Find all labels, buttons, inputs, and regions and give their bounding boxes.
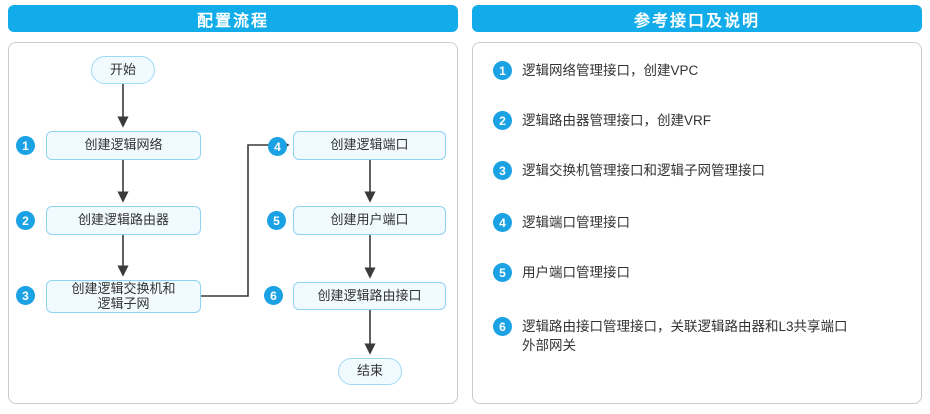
step-badge-1: 1	[16, 136, 35, 155]
reference-text-4: 逻辑端口管理接口	[522, 215, 630, 230]
reference-item: 6 逻辑路由接口管理接口，关联逻辑路由器和L3共享端口 外部网关	[493, 317, 907, 355]
reference-item: 2 逻辑路由器管理接口，创建VRF	[493, 111, 907, 130]
flow-node-create-logical-router-interface: 创建逻辑路由接口	[293, 282, 446, 310]
reference-item: 5 用户端口管理接口	[493, 263, 907, 282]
reference-text-6: 逻辑路由接口管理接口，关联逻辑路由器和L3共享端口 外部网关	[522, 319, 848, 353]
step-badge-3: 3	[16, 286, 35, 305]
reference-text-1: 逻辑网络管理接口，创建VPC	[522, 63, 699, 78]
reference-text-3: 逻辑交换机管理接口和逻辑子网管理接口	[522, 163, 765, 178]
reference-item: 1 逻辑网络管理接口，创建VPC	[493, 61, 907, 80]
flow-node-create-user-port: 创建用户端口	[293, 206, 446, 235]
flow-node-create-logical-router: 创建逻辑路由器	[46, 206, 201, 235]
reference-text-5: 用户端口管理接口	[522, 265, 630, 280]
reference-panel-title: 参考接口及说明	[472, 5, 922, 32]
flow-node-end: 结束	[338, 358, 402, 385]
config-flow-title: 配置流程	[8, 5, 458, 32]
reference-panel: 参考接口及说明 1 逻辑网络管理接口，创建VPC 2 逻辑路由器管理接口，创建V…	[472, 5, 922, 404]
flow-node-start: 开始	[91, 56, 155, 84]
flow-node-create-logical-network: 创建逻辑网络	[46, 131, 201, 160]
step-badge-6: 6	[264, 286, 283, 305]
config-flow-panel: 配置流程 开始 创建逻辑网络 创建逻辑路由器 创建逻辑交换机和 逻辑子网	[8, 5, 458, 404]
reference-item: 3 逻辑交换机管理接口和逻辑子网管理接口	[493, 161, 907, 180]
reference-badge-5: 5	[493, 263, 512, 282]
flow-node-create-logical-switch-subnet: 创建逻辑交换机和 逻辑子网	[46, 280, 201, 313]
reference-item: 4 逻辑端口管理接口	[493, 213, 907, 232]
reference-badge-2: 2	[493, 111, 512, 130]
step-badge-5: 5	[267, 211, 286, 230]
reference-badge-6: 6	[493, 317, 512, 336]
step-badge-4: 4	[268, 137, 287, 156]
reference-text-2: 逻辑路由器管理接口，创建VRF	[522, 113, 711, 128]
flow-node-create-logical-port: 创建逻辑端口	[293, 131, 446, 160]
step-badge-2: 2	[16, 211, 35, 230]
flow-canvas: 开始 创建逻辑网络 创建逻辑路由器 创建逻辑交换机和 逻辑子网 创建逻辑端口 创…	[8, 42, 458, 404]
reference-list: 1 逻辑网络管理接口，创建VPC 2 逻辑路由器管理接口，创建VRF 3 逻辑交…	[472, 42, 922, 404]
reference-badge-4: 4	[493, 213, 512, 232]
reference-badge-3: 3	[493, 161, 512, 180]
reference-badge-1: 1	[493, 61, 512, 80]
